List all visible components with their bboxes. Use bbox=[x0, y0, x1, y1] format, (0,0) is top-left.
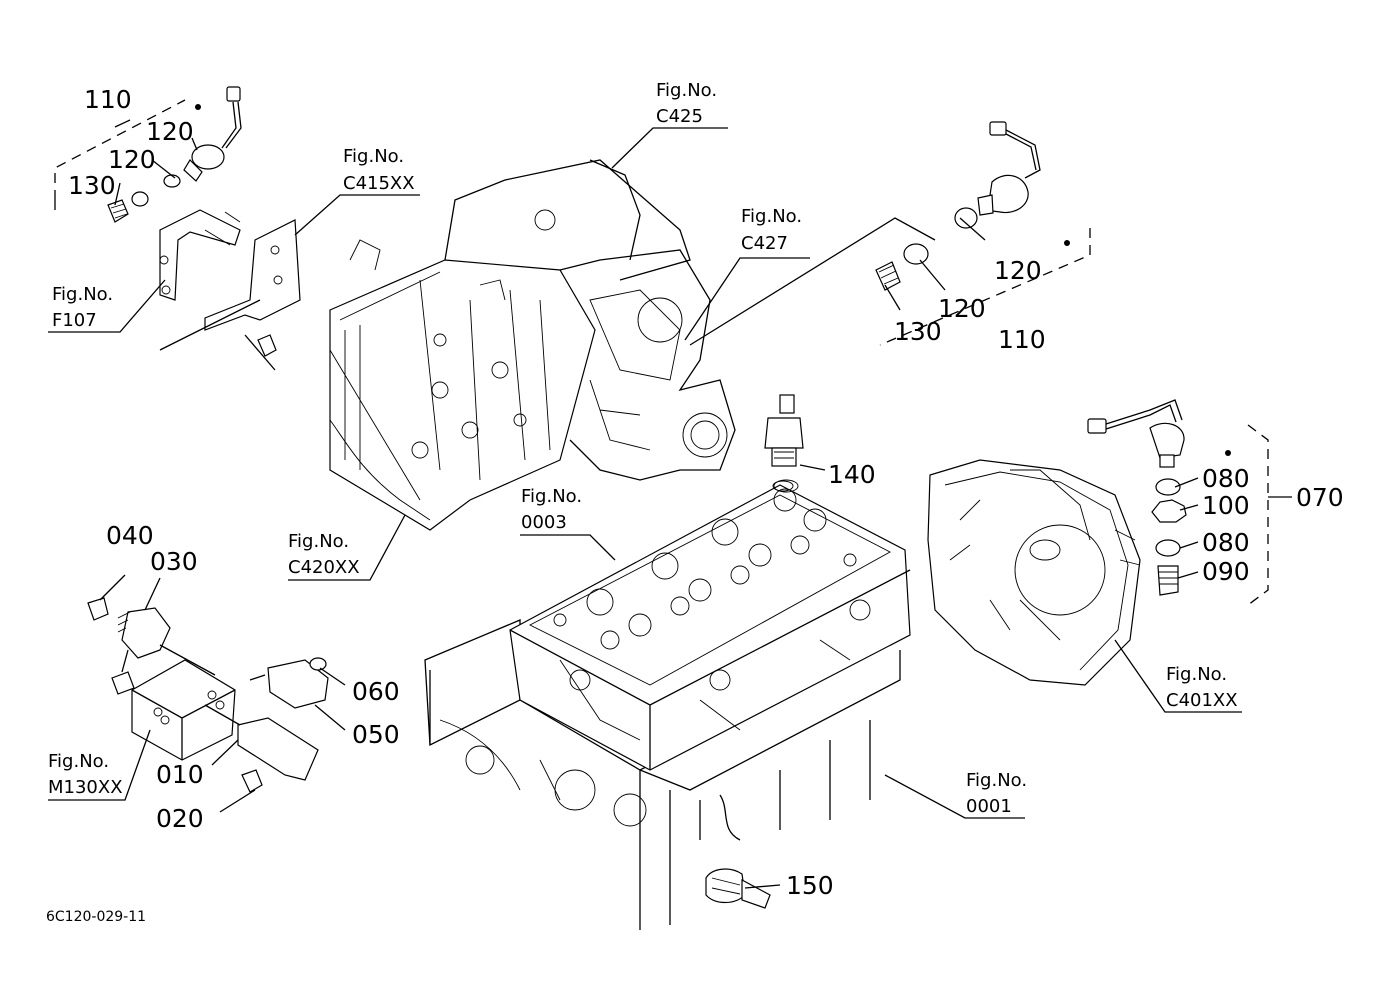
flywheel-housing-drawing bbox=[927, 459, 1141, 686]
fig-ref-c415xx-code: C415XX bbox=[343, 173, 415, 194]
upper-right-switch-assembly bbox=[875, 121, 1091, 346]
part-number-110-right: 110 bbox=[998, 325, 1046, 354]
leader-lines bbox=[48, 119, 1242, 889]
cylinder-head-drawing bbox=[509, 480, 911, 771]
fig-ref-c425-code: C425 bbox=[656, 106, 703, 127]
part-number-030: 030 bbox=[150, 547, 198, 576]
fig-ref-c420xx-code: C420XX bbox=[288, 557, 360, 578]
part-number-130-left: 130 bbox=[68, 171, 116, 200]
upper-left-switch-assembly bbox=[54, 86, 242, 223]
engine-block-drawing bbox=[424, 560, 901, 930]
part-number-040: 040 bbox=[106, 521, 154, 550]
drawing-code: 6C120-029-11 bbox=[46, 909, 146, 925]
fig-ref-c401xx-label: Fig.No. bbox=[1166, 664, 1227, 685]
fig-ref-m130xx-code: M130XX bbox=[48, 777, 123, 798]
part-number-120-right-mid: 120 bbox=[938, 294, 986, 323]
fig-ref-0003-code: 0003 bbox=[521, 512, 567, 533]
part-number-080-top: 080 bbox=[1202, 464, 1250, 493]
part-number-120-right-top: 120 bbox=[994, 256, 1042, 285]
part-number-080-bottom: 080 bbox=[1202, 528, 1250, 557]
fig-ref-f107-code: F107 bbox=[52, 310, 97, 331]
fig-ref-0001-code: 0001 bbox=[966, 796, 1012, 817]
part-number-110-left: 110 bbox=[84, 85, 132, 114]
fig-ref-0001-label: Fig.No. bbox=[966, 770, 1027, 791]
part-number-010: 010 bbox=[156, 760, 204, 789]
fig-ref-c427-label: Fig.No. bbox=[741, 206, 802, 227]
part-number-090: 090 bbox=[1202, 557, 1250, 586]
fig-ref-c427-code: C427 bbox=[741, 233, 788, 254]
upper-left-bracket bbox=[159, 209, 301, 371]
sensor-150-drawing bbox=[705, 868, 771, 909]
part-number-140: 140 bbox=[828, 460, 876, 489]
part-number-100: 100 bbox=[1202, 491, 1250, 520]
part-number-050: 050 bbox=[352, 720, 400, 749]
valve-assembly bbox=[87, 597, 329, 793]
switch-070-assembly bbox=[1087, 399, 1292, 606]
part-number-020: 020 bbox=[156, 804, 204, 833]
sensor-140-drawing bbox=[764, 394, 804, 493]
fig-ref-c420xx-label: Fig.No. bbox=[288, 531, 349, 552]
fig-ref-0003-label: Fig.No. bbox=[521, 486, 582, 507]
transmission-case-drawing bbox=[329, 159, 736, 531]
fig-ref-m130xx-label: Fig.No. bbox=[48, 751, 109, 772]
part-number-120-left-mid: 120 bbox=[108, 145, 156, 174]
fig-ref-c425-label: Fig.No. bbox=[656, 80, 717, 101]
part-number-130-right: 130 bbox=[894, 317, 942, 346]
fig-ref-f107-label: Fig.No. bbox=[52, 284, 113, 305]
fig-ref-c401xx-code: C401XX bbox=[1166, 690, 1238, 711]
part-number-labels: 110 120 120 130 120 120 130 110 140 080 … bbox=[68, 85, 1344, 900]
part-number-060: 060 bbox=[352, 677, 400, 706]
part-number-070: 070 bbox=[1296, 483, 1344, 512]
fig-ref-c415xx-label: Fig.No. bbox=[343, 146, 404, 167]
figure-references: Fig.No. C425 Fig.No. C415XX Fig.No. C427… bbox=[48, 80, 1238, 817]
part-number-150: 150 bbox=[786, 871, 834, 900]
part-number-120-left-top: 120 bbox=[146, 117, 194, 146]
